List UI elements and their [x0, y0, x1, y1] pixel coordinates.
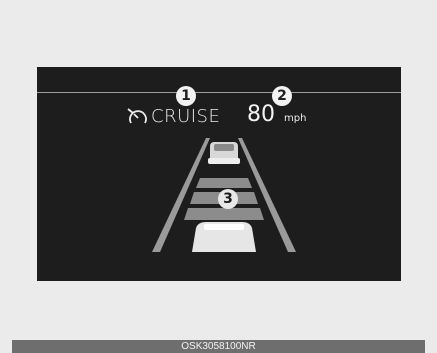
distance-bar-1: [196, 178, 252, 188]
set-speed-value: 80: [247, 102, 275, 127]
callout-1: 1: [176, 86, 196, 106]
callout-2: 2: [272, 86, 292, 106]
cruise-mode-label: CRUISE: [151, 106, 220, 127]
figure-code-caption: OSK3058100NR: [12, 340, 425, 353]
screen-divider-line: [37, 92, 401, 93]
lead-vehicle-icon: [208, 142, 240, 164]
own-vehicle-icon: [192, 222, 256, 252]
distance-bar-3: [184, 208, 264, 220]
set-speed-unit: mph: [284, 113, 306, 124]
cruise-control-icon: [127, 107, 149, 127]
callout-3: 3: [218, 189, 238, 209]
